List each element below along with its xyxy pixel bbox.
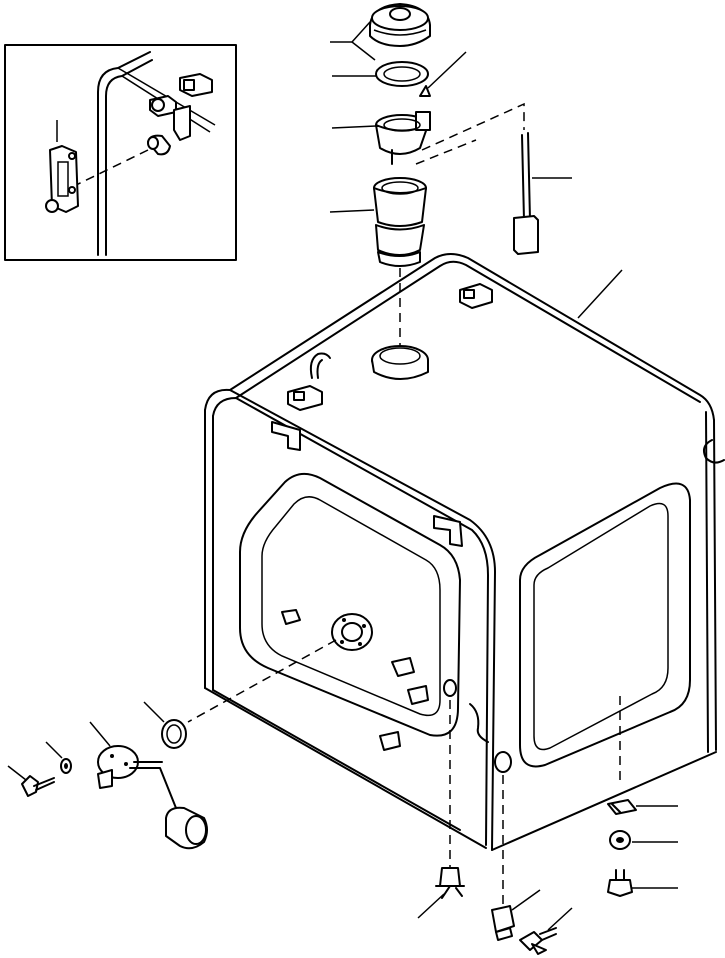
tank-bracket-icon	[271, 421, 463, 547]
inset-spacer-icon	[147, 134, 171, 156]
bolt-icon	[21, 775, 55, 797]
plug-icon	[519, 927, 557, 955]
inset-detail	[4, 44, 237, 261]
drain-valve-icon	[435, 867, 465, 899]
inset-frame	[4, 44, 237, 261]
o-ring-icon	[161, 719, 187, 749]
mount-bolt-icon	[607, 869, 633, 897]
drain-boss-icon	[443, 679, 621, 785]
panel-clip-icon	[281, 609, 429, 751]
inset-bracket-icon	[149, 73, 213, 141]
gasket-ring-icon	[375, 61, 429, 87]
filler-cap-icon	[369, 3, 431, 47]
dipstick-icon	[513, 132, 539, 255]
washer-icon	[60, 758, 72, 774]
filler-port-icon	[371, 345, 429, 380]
fitting-icon	[491, 905, 515, 941]
top-bracket-icon	[287, 283, 493, 411]
sender-flange-icon	[331, 613, 373, 651]
float-sender-icon	[97, 745, 208, 850]
screw-icon	[419, 85, 431, 97]
vent-hose-icon	[309, 352, 331, 379]
inset-tank-edge	[97, 51, 151, 256]
fuel-tank-icon	[204, 253, 725, 851]
strainer-icon	[375, 111, 431, 165]
filler-tube-icon	[373, 177, 427, 267]
mount-washer-icon	[609, 830, 631, 850]
sight-gauge-icon	[45, 145, 79, 213]
clip-icon	[607, 799, 637, 815]
